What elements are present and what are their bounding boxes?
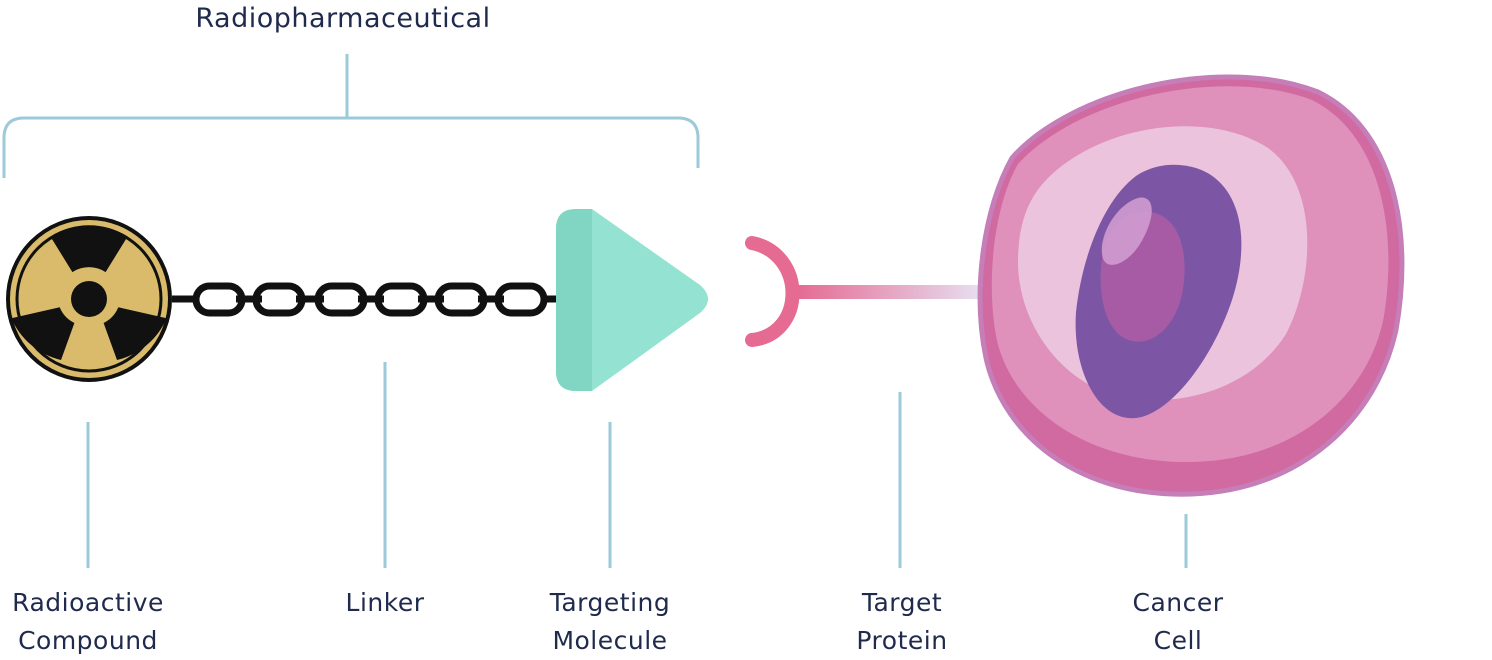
label-line: Protein xyxy=(856,626,948,655)
label-line: Cell xyxy=(1153,626,1203,655)
label-cancer-cell: Cancer Cell xyxy=(1098,584,1258,660)
label-line: Linker xyxy=(345,588,425,617)
label-line: Target xyxy=(861,588,943,617)
label-line: Targeting xyxy=(549,588,671,617)
cancer-cell-shape xyxy=(977,74,1405,497)
page-title: Radiopharmaceutical xyxy=(195,3,491,34)
target-protein-shape xyxy=(745,236,988,347)
label-line: Molecule xyxy=(552,626,668,655)
targeting-molecule-shape xyxy=(556,209,708,391)
leader-lines xyxy=(86,362,1188,568)
label-target-protein: Target Protein xyxy=(822,584,982,660)
label-targeting-molecule: Targeting Molecule xyxy=(528,584,692,660)
chain-linker xyxy=(172,282,556,317)
radiation-icon xyxy=(6,216,172,382)
label-radioactive-compound: Radioactive Compound xyxy=(0,584,176,660)
radiopharmaceutical-bracket xyxy=(2,54,700,178)
label-line: Cancer xyxy=(1132,588,1224,617)
label-line: Compound xyxy=(18,626,158,655)
label-linker: Linker xyxy=(305,584,465,622)
label-line: Radioactive xyxy=(12,588,164,617)
